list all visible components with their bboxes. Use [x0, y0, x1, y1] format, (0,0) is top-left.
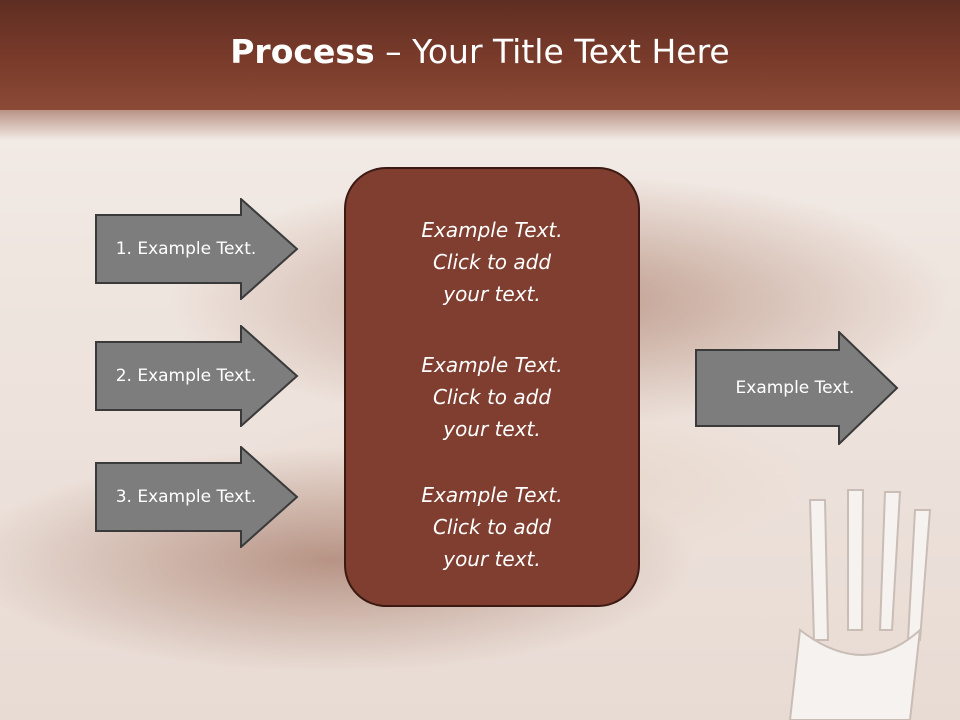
block-line: your text.	[443, 282, 541, 306]
title-bold: Process	[230, 32, 375, 71]
block-line: Click to add	[432, 385, 552, 409]
title-rest: – Your Title Text Here	[374, 32, 730, 71]
arrow-shape	[95, 446, 299, 548]
center-process-box[interactable]: Example Text. Click to add your text. Ex…	[344, 167, 640, 607]
step-label-1: 1. Example Text.	[115, 239, 257, 259]
step-arrow-2[interactable]: 2. Example Text.	[95, 325, 299, 427]
center-text-block-2: Example Text. Click to add your text.	[346, 349, 638, 445]
output-label: Example Text.	[735, 378, 855, 398]
arrow-shape	[95, 325, 299, 427]
step-arrow-1[interactable]: 1. Example Text.	[95, 198, 299, 300]
block-line: Click to add	[432, 250, 552, 274]
block-line: Example Text.	[421, 218, 563, 242]
block-line: your text.	[443, 417, 541, 441]
block-line: Example Text.	[421, 483, 563, 507]
block-line: Click to add	[432, 515, 552, 539]
output-arrow[interactable]: Example Text.	[695, 331, 899, 445]
arrow-shape	[95, 198, 299, 300]
title-bar-shadow	[0, 110, 960, 140]
step-label-2: 2. Example Text.	[115, 366, 257, 386]
fork-image	[788, 489, 932, 720]
block-line: Example Text.	[421, 353, 563, 377]
block-line: your text.	[443, 547, 541, 571]
step-arrow-3[interactable]: 3. Example Text.	[95, 446, 299, 548]
step-label-3: 3. Example Text.	[115, 487, 257, 507]
center-text-block-1: Example Text. Click to add your text.	[346, 214, 638, 310]
page-title[interactable]: Process – Your Title Text Here	[0, 30, 960, 74]
title-bar	[0, 0, 960, 110]
arrow-shape	[695, 331, 899, 445]
center-text-block-3: Example Text. Click to add your text.	[346, 479, 638, 575]
